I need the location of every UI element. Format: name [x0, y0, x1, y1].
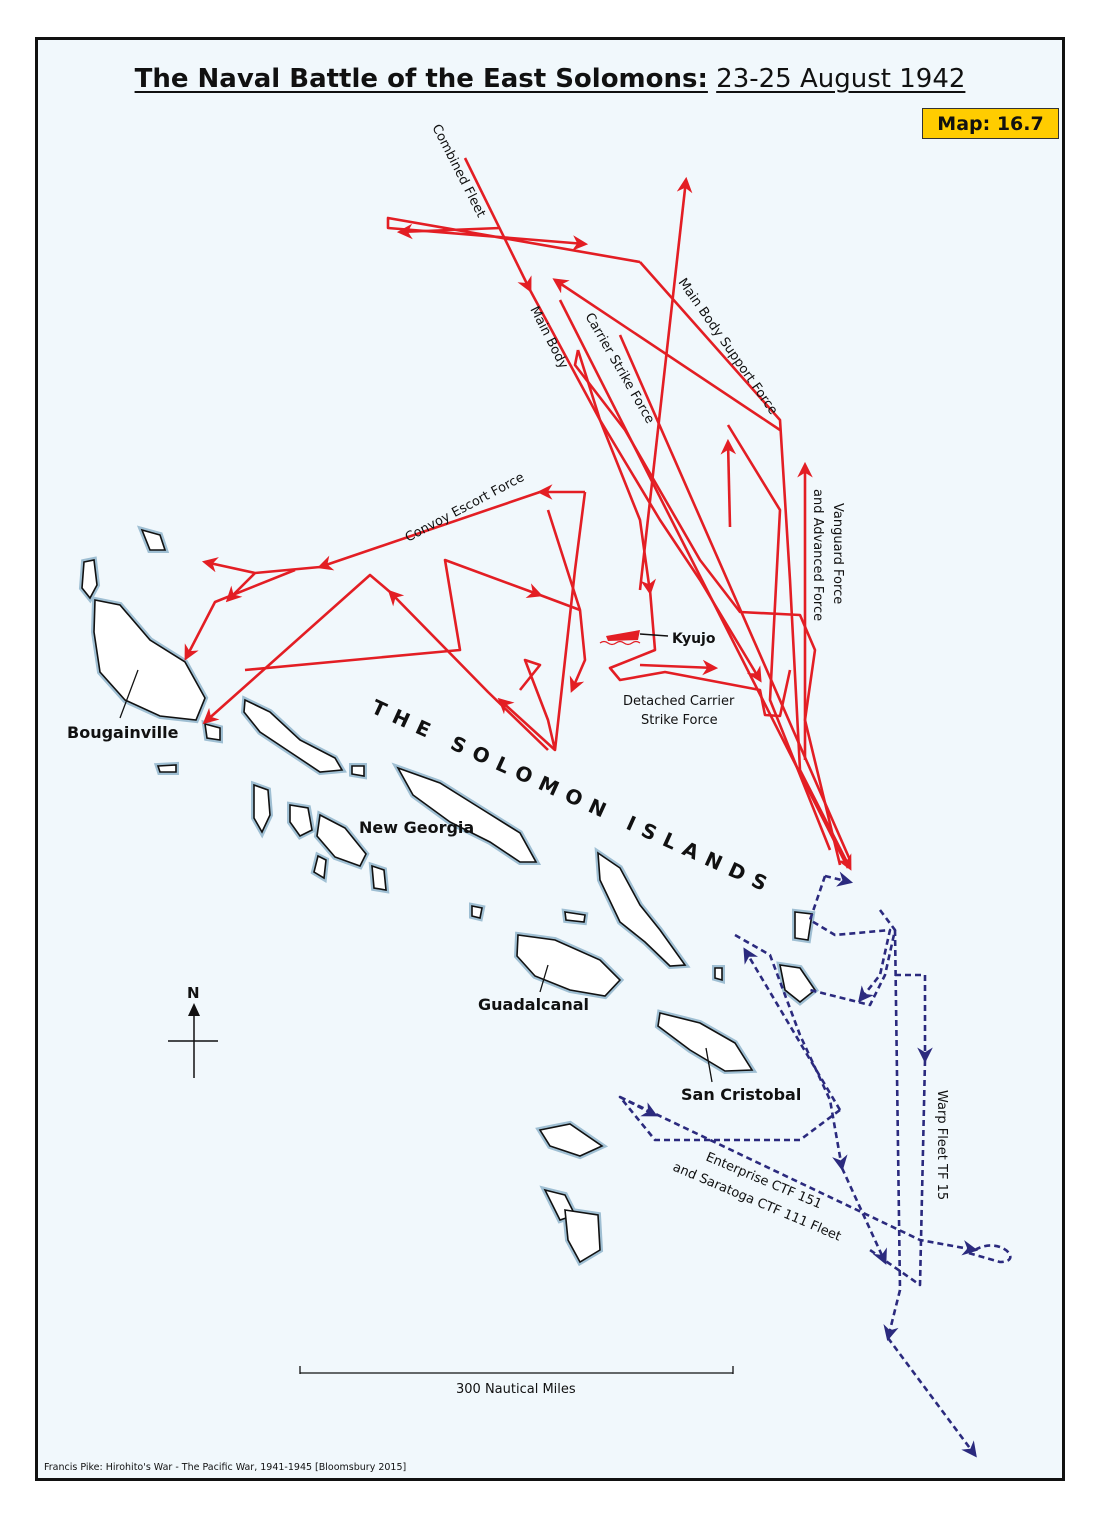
- convoy-route: [317, 490, 541, 571]
- us-routes: [618, 871, 1012, 1458]
- fleet-loop: [386, 216, 641, 264]
- us-route-loop: [809, 909, 897, 1007]
- escort-arrow: [497, 697, 556, 751]
- escort-route: [518, 491, 587, 752]
- vanguard-north-route: [720, 438, 737, 528]
- ship-icon: [599, 630, 669, 646]
- island: [564, 911, 586, 923]
- label-bougainville: Bougainville: [67, 723, 179, 742]
- label-advanced-force: and Advanced Force: [810, 489, 825, 621]
- scale-bar: 300 Nautical Miles: [299, 1366, 734, 1397]
- label-main-body: Main Body: [526, 304, 570, 372]
- island: [313, 854, 327, 880]
- label-detached-carrier: Detached Carrier: [623, 694, 735, 709]
- label-kyujo: Kyujo: [672, 631, 716, 647]
- escort-route-3: [244, 558, 543, 672]
- detached-carrier-route: [608, 589, 792, 718]
- detached-arrow: [639, 659, 719, 676]
- wasp-route-2: [869, 1059, 927, 1287]
- island: [657, 1012, 754, 1072]
- island: [778, 964, 817, 1004]
- north-label: N: [187, 984, 200, 1002]
- island: [93, 599, 206, 721]
- convergent-route-1: [558, 299, 850, 869]
- map-frame: [35, 37, 1065, 1481]
- islands: [78, 525, 820, 1267]
- escort-route-4: [387, 589, 549, 751]
- label-san-cristobal: San Cristobal: [681, 1085, 801, 1104]
- enterprise-loop: [964, 1244, 1012, 1264]
- map-title: The Naval Battle of the East Solomons: 2…: [134, 64, 966, 94]
- north-arrow-icon: [188, 1003, 200, 1016]
- island: [597, 851, 687, 967]
- island: [243, 698, 344, 773]
- island: [794, 911, 813, 941]
- island: [396, 766, 538, 863]
- island: [81, 559, 98, 600]
- label-detached-strike-force: Strike Force: [641, 713, 718, 728]
- island: [564, 1209, 601, 1264]
- label-convoy-escort-force: Convoy Escort Force: [403, 470, 527, 545]
- island: [289, 804, 313, 838]
- carrier-return-route: [573, 349, 842, 866]
- credit: Francis Pike: Hirohito's War - The Pacif…: [44, 1462, 407, 1473]
- escort-route-5: [202, 573, 391, 725]
- island: [316, 813, 367, 867]
- wasp-route-3: [883, 929, 902, 1342]
- island: [253, 783, 271, 834]
- us-route-north: [808, 875, 892, 1003]
- leader-lines: [119, 669, 713, 1083]
- label-combined-fleet: Combined Fleet: [428, 122, 488, 220]
- us-arrow-north: [824, 871, 854, 887]
- wasp-route-exit: [886, 1337, 977, 1458]
- convoy-route-west: [201, 557, 321, 575]
- us-route-north-2: [743, 947, 842, 1111]
- label-vanguard-force: Vanguard Force: [830, 503, 845, 604]
- combined-fleet-route: [463, 157, 532, 293]
- convoy-arrow-3: [184, 568, 296, 661]
- island: [538, 1123, 604, 1157]
- carrier-strike-route: [576, 349, 762, 683]
- support-force-route: [639, 261, 852, 871]
- label-guadalcanal: Guadalcanal: [478, 995, 589, 1014]
- escort-route-3b: [539, 593, 581, 612]
- island: [714, 967, 723, 982]
- island: [204, 722, 221, 741]
- wasp-route: [895, 973, 933, 1064]
- us-route-south: [734, 933, 848, 1172]
- island: [371, 864, 387, 891]
- north-route: [638, 176, 693, 591]
- island: [156, 764, 177, 773]
- label-new-georgia: New Georgia: [359, 818, 474, 837]
- island: [516, 934, 622, 997]
- convergent-route-2: [618, 334, 852, 861]
- us-route-south-2: [840, 1167, 887, 1265]
- island: [140, 528, 167, 551]
- escort-route-2: [546, 509, 587, 693]
- map-number-badge: Map: 16.7: [922, 108, 1059, 139]
- north-arrow: N: [168, 984, 218, 1078]
- island: [471, 905, 483, 919]
- island: [351, 765, 365, 777]
- label-wasp-fleet: Warp Fleet TF 15: [934, 1090, 949, 1200]
- scale-label: 300 Nautical Miles: [456, 1382, 576, 1397]
- japanese-routes: [184, 157, 852, 871]
- fleet-loop-arrow: [396, 223, 501, 240]
